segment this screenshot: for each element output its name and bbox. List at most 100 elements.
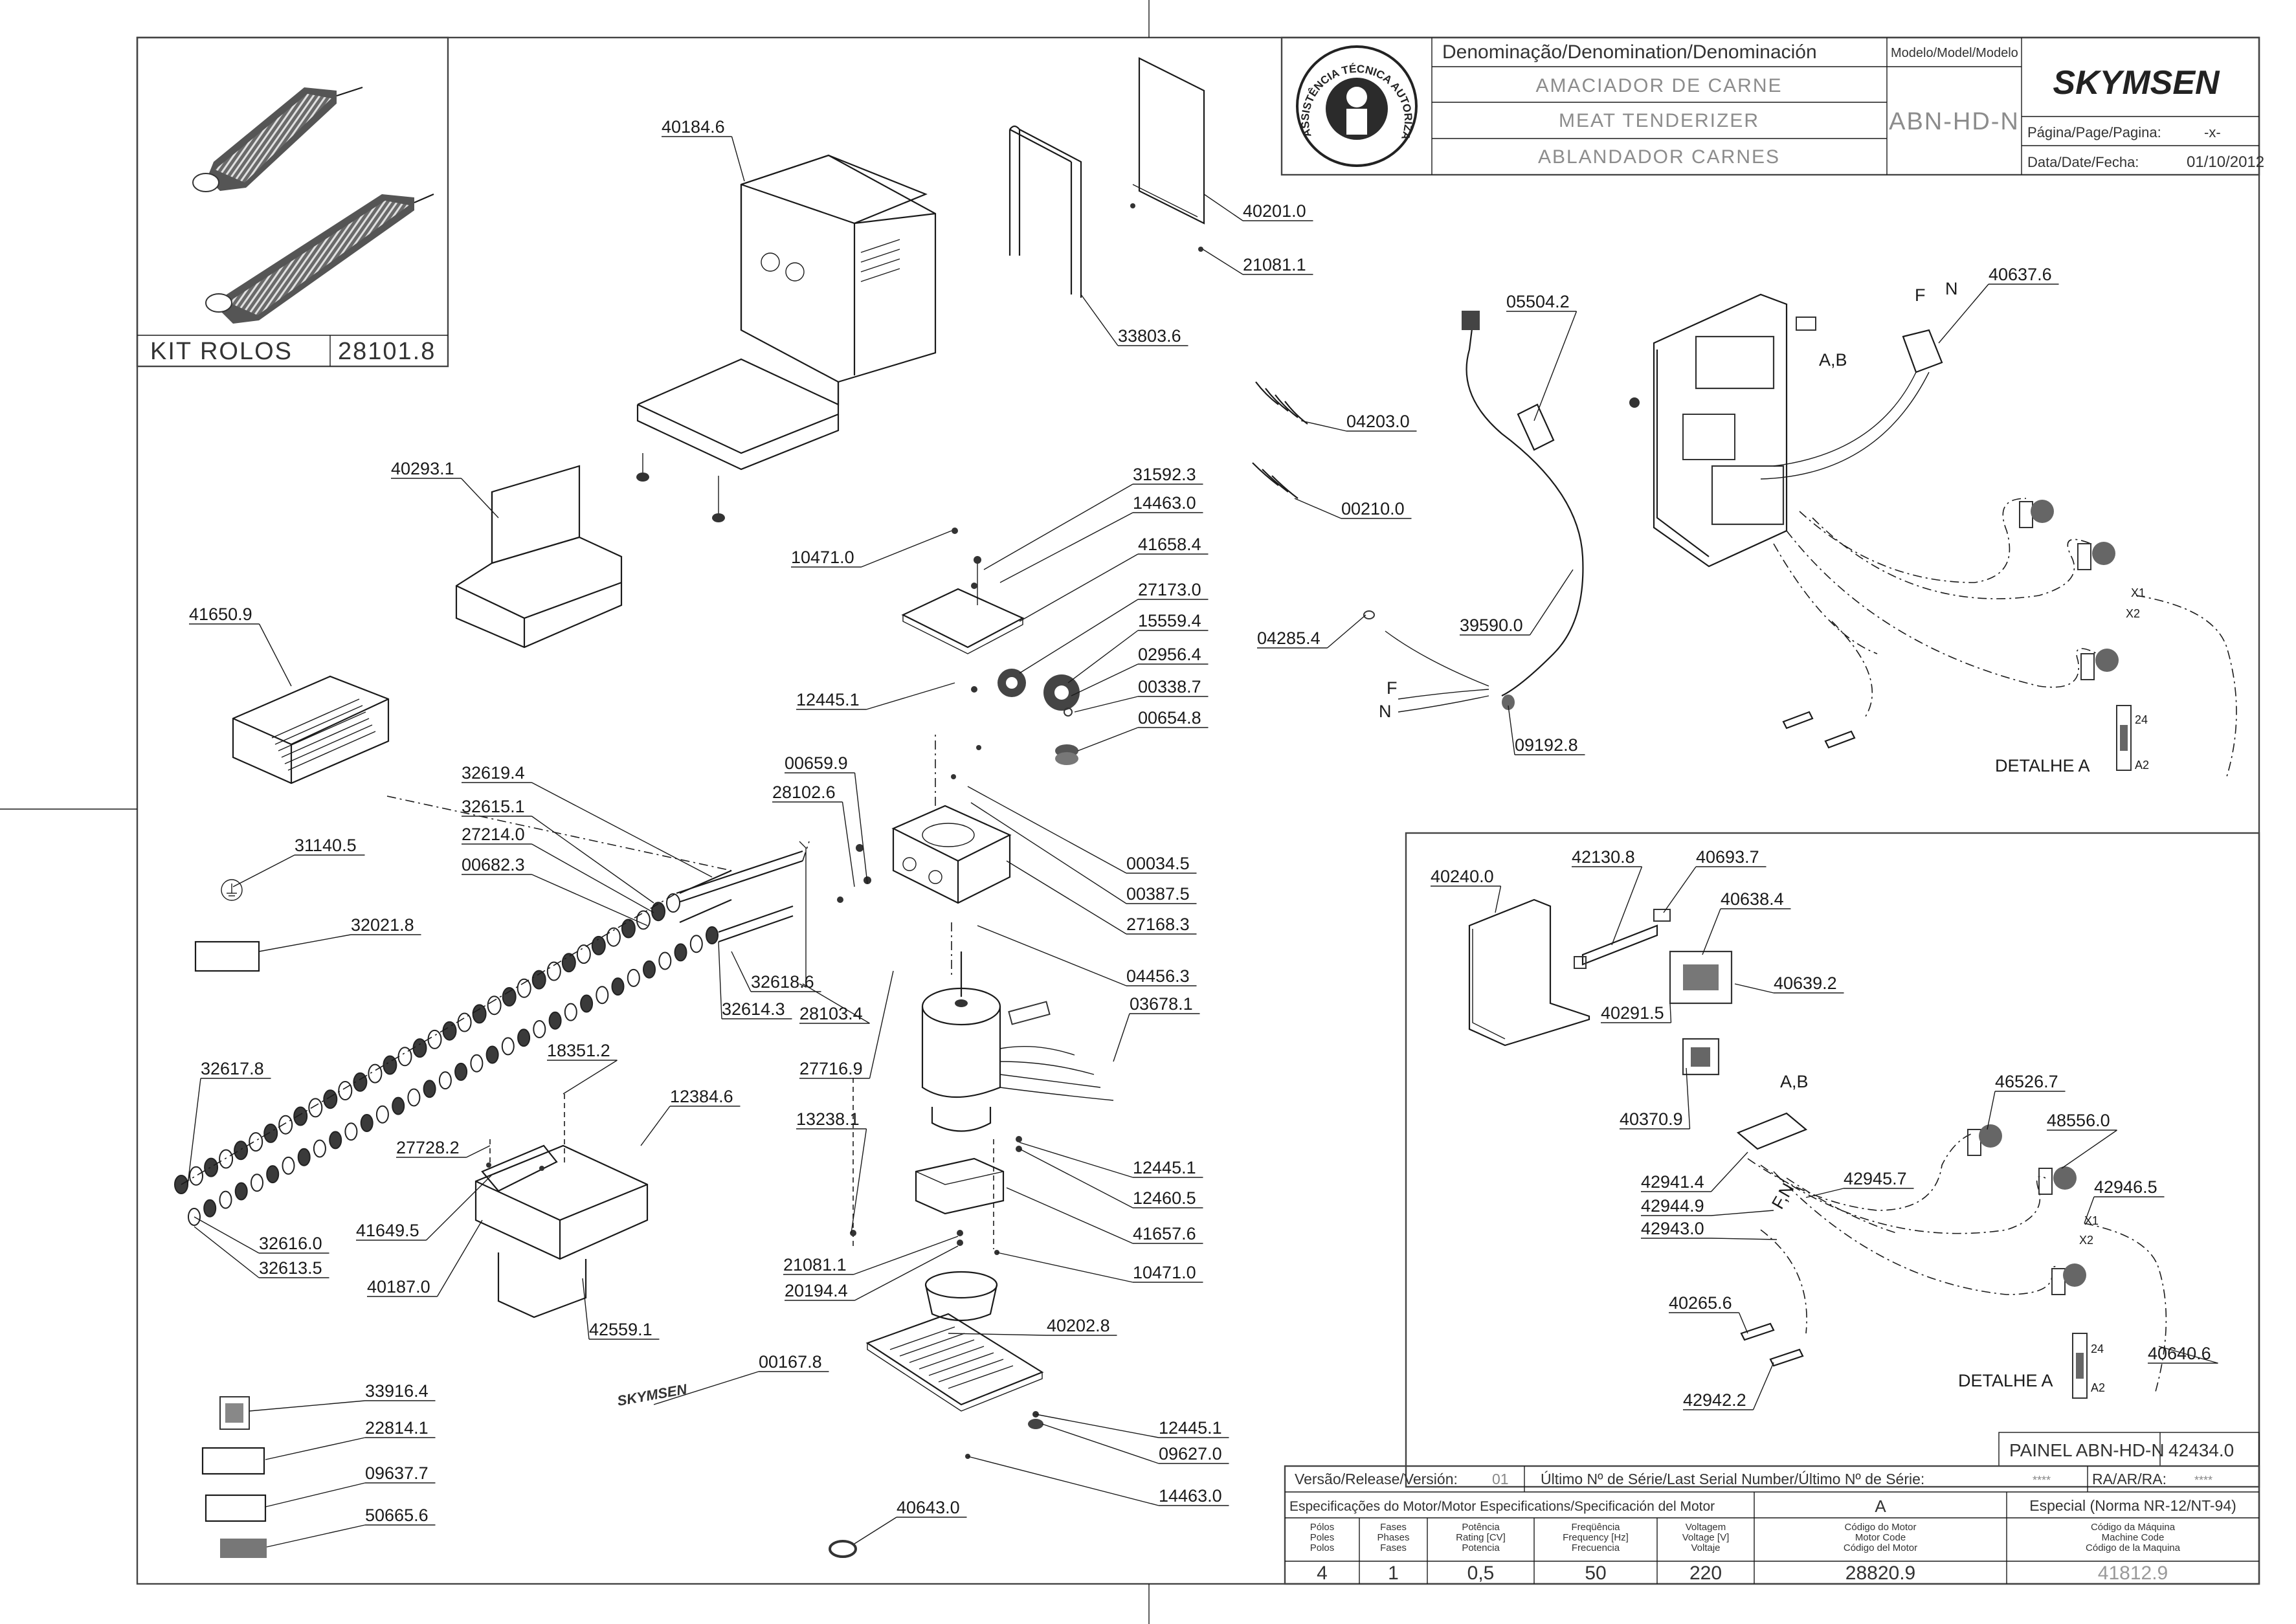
model-code: ABN-HD-N (1889, 108, 2020, 135)
roller-icon (192, 86, 363, 192)
roller-disc-icon (323, 1089, 338, 1109)
spec-header-text: Potencia (1462, 1542, 1500, 1553)
roller-disc-icon (282, 1156, 295, 1175)
roller-disc-icon (517, 978, 531, 998)
roller-disc-icon (204, 1157, 219, 1177)
kit-rolls-box: KIT ROLOS 28101.8 (136, 36, 449, 368)
leader-line (258, 934, 351, 952)
leader-line (436, 1219, 483, 1297)
roller-disc-icon (249, 1132, 263, 1152)
roller-disc-icon (576, 944, 591, 964)
part-number-label: 02956.4 (1138, 645, 1201, 664)
part-number-label: 00210.0 (1341, 499, 1405, 518)
motor (921, 951, 1114, 1132)
part-number-label: 40639.2 (1774, 973, 1837, 993)
leader-line (1042, 1423, 1159, 1464)
spec-value-text: 1 (1388, 1563, 1399, 1584)
part-number-label: 32616.0 (259, 1234, 322, 1253)
leader-line (999, 512, 1133, 583)
roller-disc-icon (278, 1115, 293, 1135)
spec-header-text: Pólos (1310, 1522, 1335, 1533)
roller-disc-icon (596, 986, 609, 1005)
roller-disc-icon (666, 893, 680, 913)
roller-disc-icon (487, 996, 502, 1016)
roller-disc-icon (502, 987, 517, 1007)
part-number-label: 09627.0 (1159, 1444, 1222, 1463)
spec-header-text: Fases (1380, 1522, 1407, 1533)
leader-line (1508, 705, 1515, 755)
upper-x1: X1 (2131, 586, 2145, 599)
spec-value-text: 0,5 (1467, 1563, 1495, 1584)
panel-code: 42434.0 (2168, 1440, 2234, 1460)
roller-disc-icon (651, 902, 665, 922)
leader-line (854, 1517, 897, 1544)
panel-label: PAINEL ABN-HD-N (2009, 1440, 2165, 1460)
part-number-label: 00659.9 (785, 753, 848, 773)
lower-x1: X1 (2084, 1214, 2099, 1227)
leader-line (869, 970, 894, 1079)
warning-labels: SKYMSEN (201, 1381, 689, 1558)
part-number-label: 42944.9 (1641, 1196, 1704, 1216)
part-number-label: 40184.6 (662, 117, 725, 137)
upper-detail-24: 24 (2135, 713, 2148, 726)
leader-line (1074, 696, 1139, 713)
leader-line (2158, 1346, 2218, 1364)
guard-plate (1130, 57, 1205, 252)
leader-line (1611, 866, 1643, 946)
leader-line (1080, 294, 1119, 346)
leader-line (1987, 1091, 1996, 1130)
part-number-label: 00167.8 (759, 1352, 822, 1372)
part-number-label: 42945.7 (1844, 1169, 1907, 1188)
special-label: Especial (Norma NR-12/NT-94) (2029, 1497, 2236, 1514)
leader-line (563, 1060, 618, 1095)
leader-line (1529, 569, 1574, 636)
leader-line (1019, 1142, 1133, 1178)
part-number-label: 42942.2 (1683, 1390, 1746, 1410)
gear-pair (998, 669, 1080, 765)
part-number-label: 33803.6 (1118, 326, 1181, 346)
part-number-label: 28102.6 (772, 783, 836, 802)
roller-disc-icon (531, 970, 546, 990)
leader-line (967, 786, 1127, 874)
leader-line (983, 484, 1133, 570)
roller-disc-icon (438, 1071, 452, 1090)
leader-line (1067, 630, 1139, 684)
upper-detail-a2: A2 (2135, 759, 2149, 772)
label-plate-32021 (194, 940, 260, 972)
version-label: Versão/Release/Versión: (1295, 1471, 1458, 1487)
part-number-label: 05504.2 (1506, 292, 1570, 311)
spec-header-text: Voltaje (1691, 1542, 1720, 1553)
roller-disc-icon (251, 1174, 263, 1192)
name-en: MEAT TENDERIZER (1559, 110, 1759, 131)
roller-disc-icon (472, 1004, 487, 1024)
part-number-label: 42946.5 (2094, 1177, 2157, 1197)
leader-line (731, 951, 752, 992)
roller-disc-icon (485, 1045, 499, 1064)
wire-label-n: N (1379, 702, 1392, 721)
spec-header-text: Código de la Maquina (2086, 1542, 2181, 1553)
leader-line (194, 1226, 260, 1278)
feed-chute (455, 465, 623, 649)
spec-header-text: Machine Code (2102, 1532, 2165, 1543)
spec-header-text: Potência (1462, 1522, 1500, 1533)
motor-spec-label: Especificações do Motor/Motor Especifica… (1289, 1499, 1715, 1514)
spec-value-text: 28820.9 (1845, 1563, 1915, 1584)
roller-disc-icon (344, 1122, 358, 1141)
part-number-label: 40240.0 (1431, 867, 1494, 886)
leader-line (718, 941, 722, 1019)
leader-line (1006, 1187, 1133, 1244)
leader-line (1533, 311, 1577, 421)
leader-line (1294, 498, 1342, 519)
page-value: -x- (2204, 124, 2221, 140)
part-number-label: 32614.3 (722, 999, 785, 1019)
part-number-label: 10471.0 (791, 548, 854, 567)
roller-disc-icon (293, 1106, 308, 1126)
spec-header-text: Voltage [V] (1682, 1532, 1730, 1543)
brand-decal: SKYMSEN (616, 1381, 689, 1409)
spec-header-text: Frecuencia (1572, 1542, 1620, 1553)
upper-detail-label: DETALHE A (1995, 756, 2090, 775)
kit-label: KIT ROLOS (150, 338, 293, 365)
lower-detail-24: 24 (2091, 1342, 2104, 1355)
